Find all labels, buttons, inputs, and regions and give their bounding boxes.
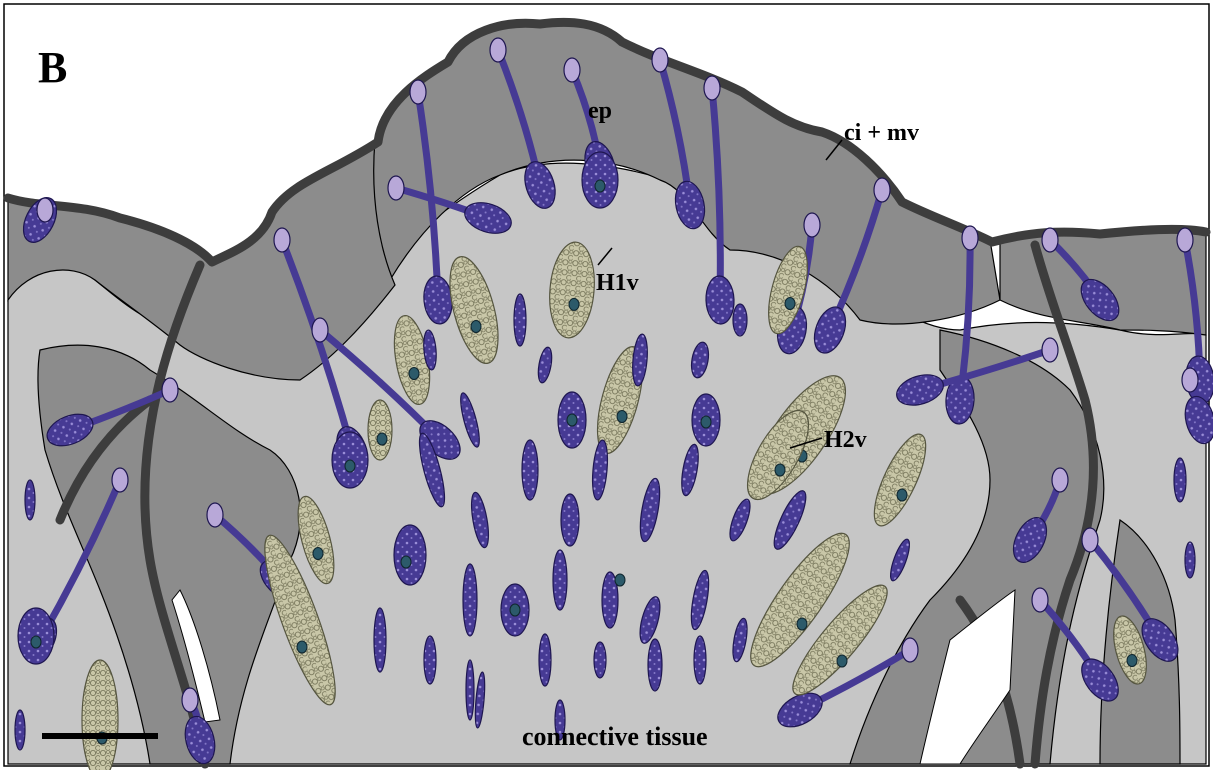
- light-secretory-tip: [902, 638, 918, 662]
- light-secretory-tip: [874, 178, 890, 202]
- purple-cell: [463, 564, 477, 636]
- purple-cell: [15, 710, 25, 750]
- cell-nucleus: [471, 321, 481, 333]
- cell-nucleus: [837, 655, 847, 667]
- light-secretory-tip: [112, 468, 128, 492]
- purple-cell: [694, 636, 706, 684]
- granular-gland-cell: [368, 400, 392, 460]
- purple-cell: [522, 440, 538, 500]
- purple-cell: [25, 480, 35, 520]
- light-secretory-tip: [182, 688, 198, 712]
- purple-cell: [553, 550, 567, 610]
- cell-nucleus: [377, 433, 387, 445]
- light-secretory-tip: [388, 176, 404, 200]
- purple-cell: [424, 636, 436, 684]
- cell-nucleus: [297, 641, 307, 653]
- cell-nucleus: [615, 574, 625, 586]
- light-secretory-tip: [1042, 228, 1058, 252]
- h1v-label: H1v: [596, 270, 639, 296]
- cell-nucleus: [897, 489, 907, 501]
- purple-cell: [594, 642, 606, 678]
- purple-cell: [374, 608, 386, 672]
- purple-cell: [733, 304, 747, 336]
- light-secretory-tip: [962, 226, 978, 250]
- granular-gland-cell: [82, 660, 118, 770]
- light-secretory-tip: [1052, 468, 1068, 492]
- light-secretory-tip: [207, 503, 223, 527]
- purple-cell: [466, 660, 474, 720]
- cell-nucleus: [401, 556, 411, 568]
- light-secretory-tip: [410, 80, 426, 104]
- light-secretory-tip: [1177, 228, 1193, 252]
- purple-cell: [539, 634, 551, 686]
- light-secretory-tip: [652, 48, 668, 72]
- light-secretory-tip: [162, 378, 178, 402]
- light-secretory-tip: [490, 38, 506, 62]
- light-secretory-tip: [804, 213, 820, 237]
- cell-nucleus: [409, 368, 419, 380]
- purple-cell: [648, 639, 662, 691]
- cell-nucleus: [797, 618, 807, 630]
- light-secretory-tip: [274, 228, 290, 252]
- panel-letter: B: [38, 43, 67, 92]
- light-secretory-tip: [312, 318, 328, 342]
- cell-nucleus: [1127, 655, 1137, 667]
- light-secretory-tip: [1042, 338, 1058, 362]
- light-secretory-tip: [1082, 528, 1098, 552]
- light-secretory-tip: [564, 58, 580, 82]
- h2v-label: H2v: [824, 427, 867, 453]
- purple-cell: [561, 494, 579, 546]
- ci-mv-label: ci + mv: [844, 120, 919, 146]
- purple-cell: [1174, 458, 1186, 502]
- light-secretory-tip: [37, 198, 53, 222]
- purple-cell: [1185, 542, 1195, 578]
- purple-cell: [394, 525, 426, 585]
- cell-nucleus: [345, 460, 355, 472]
- cell-nucleus: [701, 416, 711, 428]
- light-secretory-tip: [704, 76, 720, 100]
- cell-nucleus: [617, 411, 627, 423]
- cell-nucleus: [595, 180, 605, 192]
- purple-cell: [514, 294, 526, 346]
- cell-nucleus: [775, 464, 785, 476]
- cell-nucleus: [785, 298, 795, 310]
- cell-nucleus: [569, 298, 579, 310]
- connective-tissue-label: connective tissue: [522, 722, 708, 751]
- cell-nucleus: [567, 414, 577, 426]
- light-secretory-tip: [1182, 368, 1198, 392]
- cell-nucleus: [31, 636, 41, 648]
- light-secretory-tip: [1032, 588, 1048, 612]
- cell-nucleus: [510, 604, 520, 616]
- cell-nucleus: [313, 548, 323, 560]
- ep-label: ep: [588, 98, 612, 124]
